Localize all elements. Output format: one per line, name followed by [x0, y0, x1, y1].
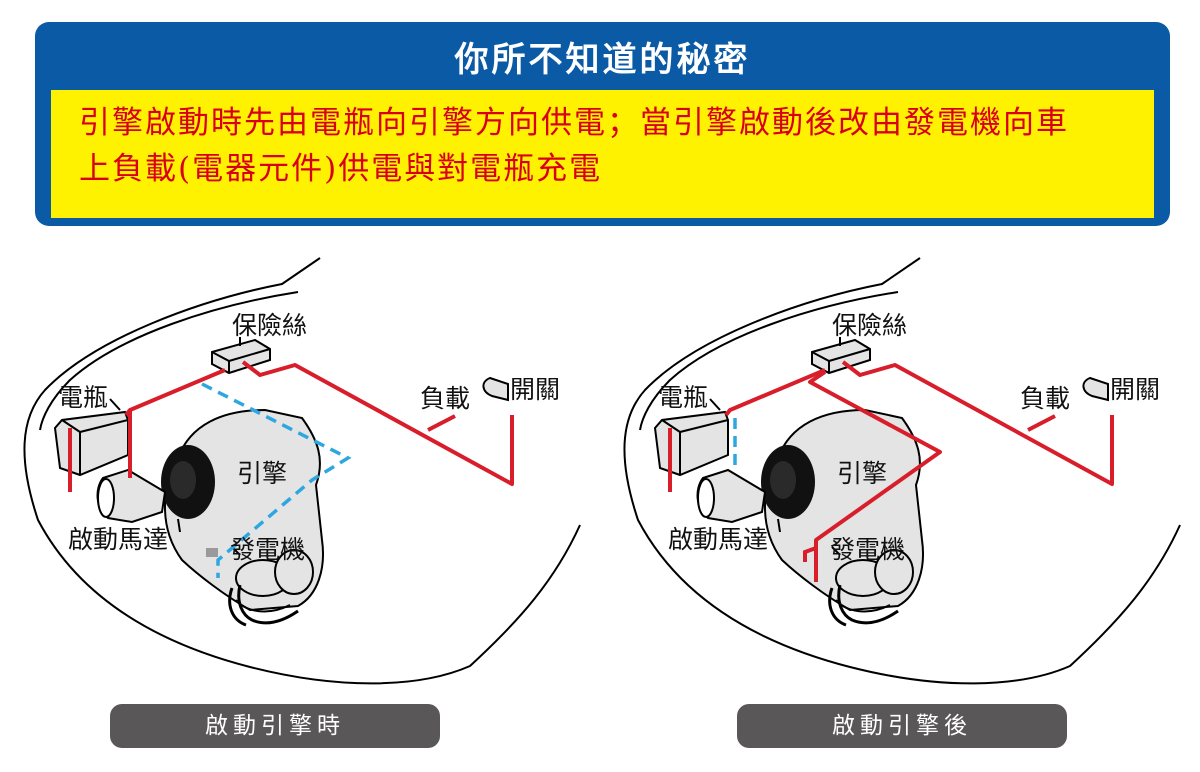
wire-red-generator-right: [808, 370, 942, 582]
label-load: 負載: [420, 384, 470, 413]
header-banner: 你所不知道的秘密 引擎啟動時先由電瓶向引擎方向供電；當引擎啟動後改由發電機向車 …: [35, 22, 1170, 226]
label-starter-motor: 啟動馬達: [68, 525, 168, 554]
label-engine: 引擎: [837, 459, 887, 488]
label-fuse: 保險絲: [232, 311, 307, 340]
wire-red-left: [241, 360, 514, 486]
label-fuse: 保險絲: [832, 311, 907, 340]
diagram-before-start: 保險絲 電瓶 負載 開關 引擎 啟動馬達 發電機: [22, 256, 582, 685]
label-engine: 引擎: [237, 459, 287, 488]
caption-after-start: 啟動引擎後: [737, 704, 1067, 748]
diagram-after-start: 保險絲 電瓶 負載 開關 引擎 啟動馬達 發電機: [622, 256, 1182, 685]
label-battery: 電瓶: [58, 383, 108, 412]
label-generator: 發電機: [230, 535, 305, 564]
wire-gray-connector-left: [206, 548, 218, 557]
label-starter-motor: 啟動馬達: [668, 525, 768, 554]
wire-red-load-right: [1027, 414, 1056, 432]
banner-highlight-box: 引擎啟動時先由電瓶向引擎方向供電；當引擎啟動後改由發電機向車 上負載(電器元件)…: [51, 90, 1154, 218]
wire-red-battery-fuse-left: [124, 368, 226, 417]
wire-red-battery-fuse-right: [724, 368, 826, 417]
banner-description: 引擎啟動時先由電瓶向引擎方向供電；當引擎啟動後改由發電機向車 上負載(電器元件)…: [79, 100, 1139, 192]
label-switch: 開關: [1110, 375, 1160, 404]
label-switch: 開關: [510, 375, 560, 404]
wire-blue-inactive-left: [201, 382, 352, 578]
banner-title: 你所不知道的秘密: [454, 40, 751, 80]
wire-red-right: [841, 360, 1114, 486]
label-generator: 發電機: [830, 535, 905, 564]
description-line-2: 上負載(電器元件)供電與對電瓶充電: [79, 151, 603, 187]
label-battery: 電瓶: [658, 383, 708, 412]
label-load: 負載: [1020, 384, 1070, 413]
description-line-1: 引擎啟動時先由電瓶向引擎方向供電；當引擎啟動後改由發電機向車: [79, 105, 1069, 141]
caption-before-start: 啟動引擎時: [110, 704, 440, 748]
wire-red-load-left: [427, 414, 456, 432]
wire-red-generator-hook-right: [803, 546, 817, 562]
